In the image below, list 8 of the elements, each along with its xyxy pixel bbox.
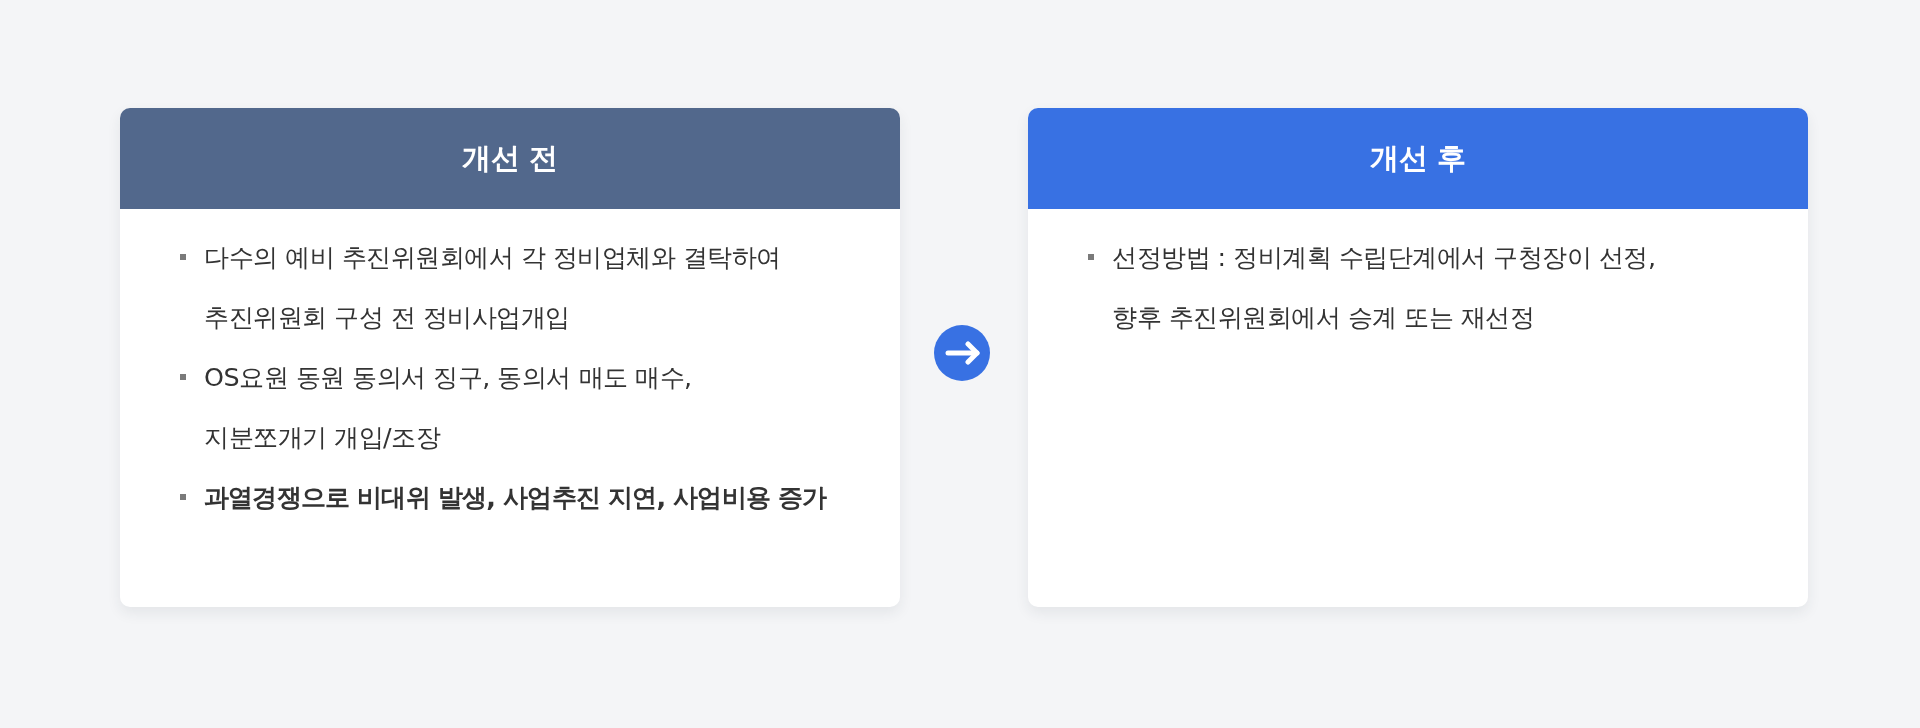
bullet-text: 다수의 예비 추진위원회에서 각 정비업체와 결탁하여 추진위원회 구성 전 정비사업개입 <box>204 241 782 334</box>
bullet-text: 과열경쟁으로 비대위 발생, 사업추진 지연, 사업비용 증가 <box>204 481 827 514</box>
card-title: 개선 후 <box>1370 141 1466 176</box>
card-title: 개선 전 <box>462 141 558 176</box>
comparison-card <box>1028 108 1808 607</box>
bullet-text: OS요원 동원 동의서 징구, 동의서 매도 매수, 지분쪼개기 개입/조장 <box>204 361 693 454</box>
comparison-card <box>120 108 900 607</box>
bullet-text: 선정방법 : 정비계획 수립단계에서 구청장이 선정, 향후 추진위원회에서 승계 또는 재선정 <box>1112 241 1657 334</box>
